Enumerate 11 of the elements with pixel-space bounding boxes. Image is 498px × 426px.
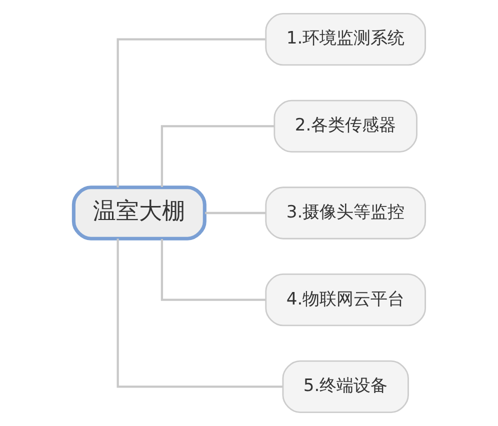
connector (160, 125, 274, 187)
node-box: 1.环境监测系统 (264, 13, 426, 66)
node-box: 2.各类传感器 (273, 100, 417, 152)
node-box: 3.摄像头等监控 (264, 186, 426, 240)
node-box: 5.终端设备 (282, 360, 408, 413)
connector (160, 239, 266, 301)
node-box: 温室大棚 (71, 186, 206, 240)
connector (204, 212, 266, 214)
connector (116, 38, 265, 188)
connector (116, 238, 282, 388)
node-box: 4.物联网云平台 (264, 274, 426, 326)
